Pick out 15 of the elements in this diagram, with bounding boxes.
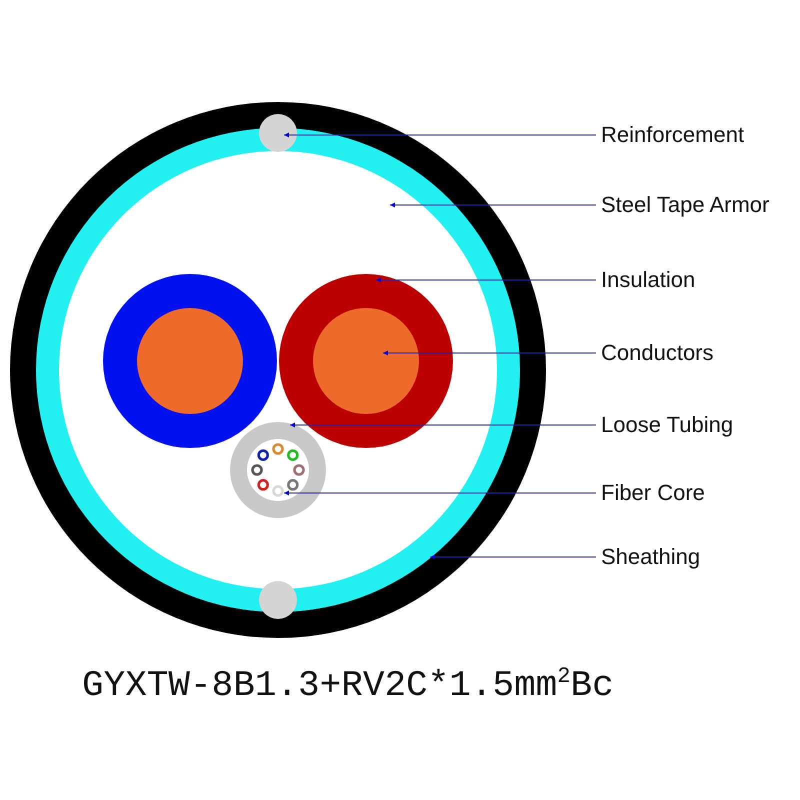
- part-label: Reinforcement: [601, 122, 744, 148]
- part-label: Conductors: [601, 340, 714, 366]
- leader-line: [390, 202, 596, 208]
- leader-line: [430, 554, 596, 560]
- part-label: Fiber Core: [601, 480, 705, 506]
- part-label: Loose Tubing: [601, 412, 734, 438]
- leader-line: [382, 350, 596, 356]
- part-label: Sheathing: [601, 544, 700, 570]
- leader-line: [284, 132, 596, 138]
- leader-line: [284, 490, 596, 496]
- part-label: Steel Tape Armor: [601, 192, 770, 218]
- model-designation: GYXTW-8B1.3+RV2C*1.5mm$^{2}$Bc: [82, 663, 614, 708]
- part-label: Insulation: [601, 267, 696, 293]
- leader-line: [376, 278, 596, 282]
- leader-line: [290, 422, 596, 428]
